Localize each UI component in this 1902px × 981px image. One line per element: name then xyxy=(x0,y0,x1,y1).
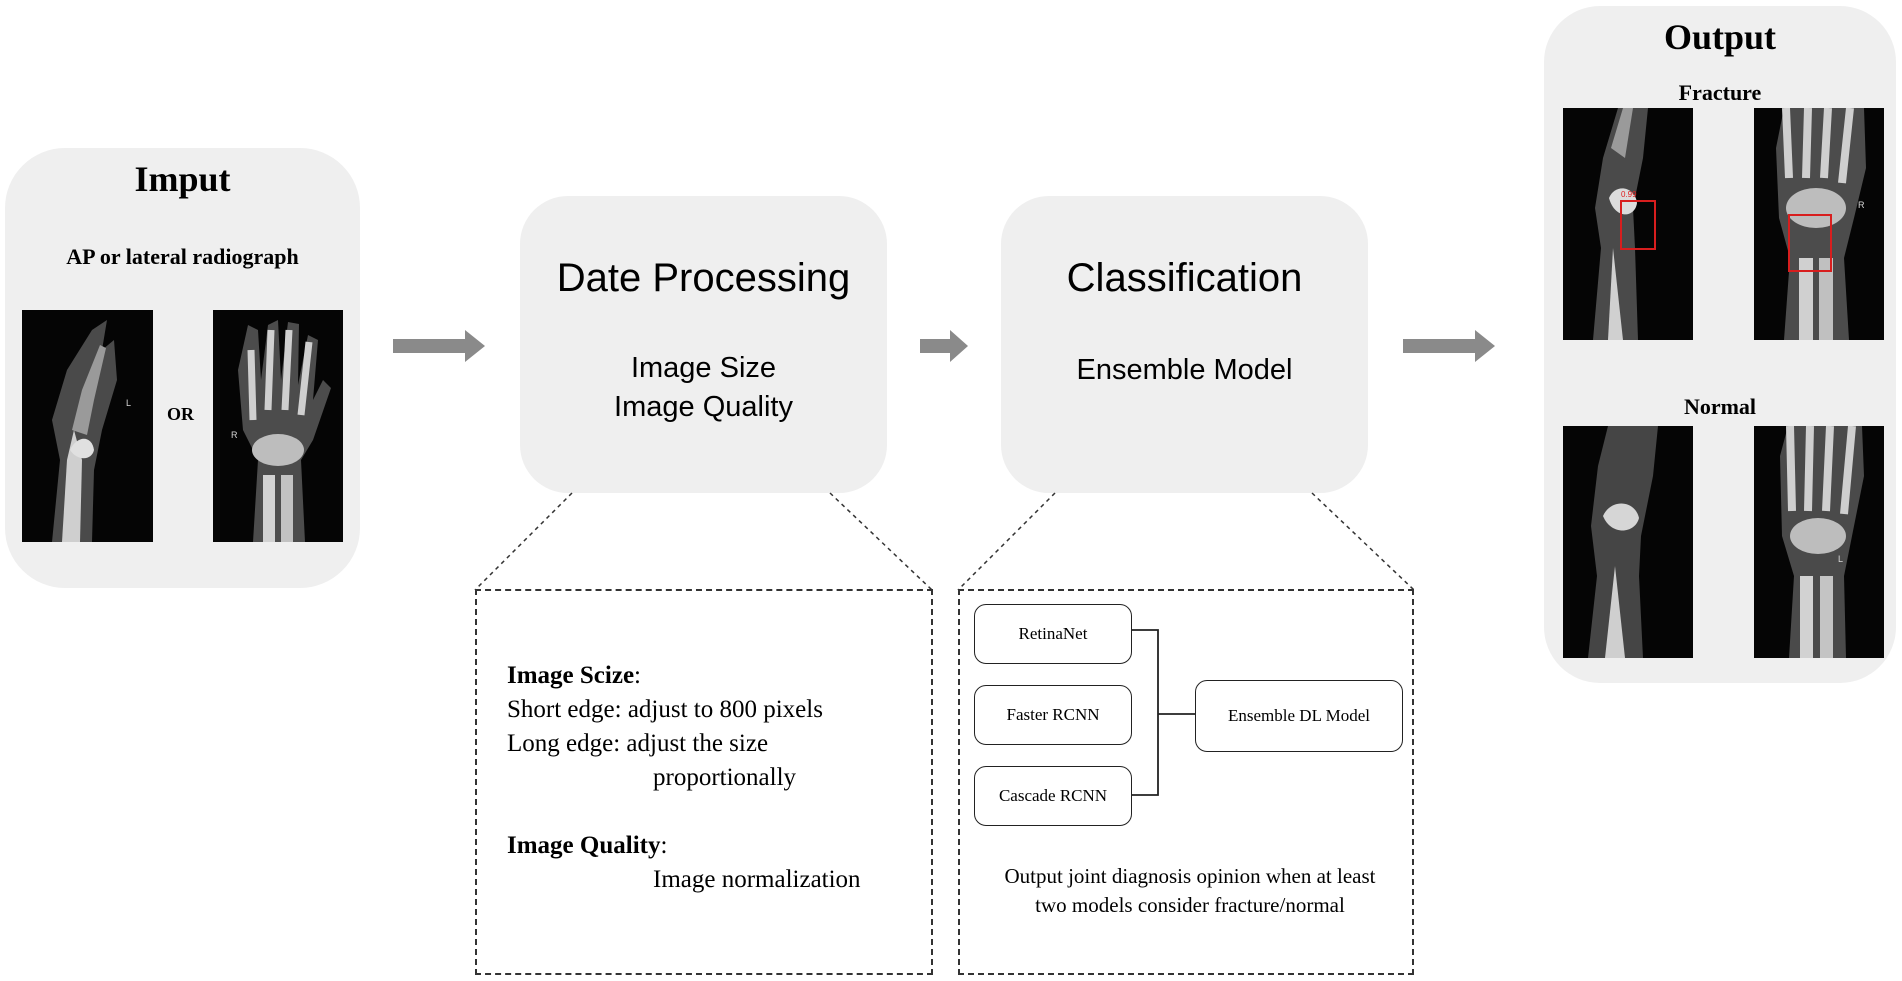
data-processing-detail-box xyxy=(475,589,933,975)
model-faster-rcnn: Faster RCNN xyxy=(974,685,1132,745)
input-ap-radiograph: R xyxy=(213,310,343,542)
ensemble-dl-model: Ensemble DL Model xyxy=(1195,680,1403,752)
stage-subtitle: Ensemble Model xyxy=(1076,354,1293,386)
arrow-right-icon xyxy=(393,330,485,362)
side-marker: R xyxy=(1858,200,1865,210)
side-marker: L xyxy=(1838,554,1844,564)
detection-score: 0.99 xyxy=(1621,190,1637,199)
arrow-right-icon xyxy=(920,330,968,362)
fracture-lateral-radiograph: 0.99 xyxy=(1563,108,1693,340)
classification-detail-box xyxy=(958,589,1414,975)
stage-line: Image Size xyxy=(630,352,777,384)
stage-title: Date Processing xyxy=(556,256,851,300)
input-title: Imput xyxy=(134,159,231,199)
side-marker: L xyxy=(126,398,132,408)
image-size-heading: Image Scize: xyxy=(507,662,641,689)
stage-line: Image Quality xyxy=(614,391,793,423)
side-marker: R xyxy=(231,430,238,440)
input-subtitle: AP or lateral radiograph xyxy=(66,244,299,269)
normal-label: Normal xyxy=(1683,394,1757,419)
normal-lateral-radiograph xyxy=(1563,426,1693,658)
short-edge-text: Short edge: adjust to 800 pixels xyxy=(507,696,823,723)
output-title: Output xyxy=(1663,17,1777,57)
data-processing-stage: Date Processing Image Size Image Quality xyxy=(520,196,887,493)
bracket-connector xyxy=(1132,629,1196,796)
or-label: OR xyxy=(167,404,194,424)
stage-title: Classification xyxy=(1066,256,1303,300)
long-edge-text: Long edge: adjust the size xyxy=(507,730,769,757)
detection-box xyxy=(1788,214,1832,272)
classification-stage: Classification Ensemble Model xyxy=(1001,196,1368,493)
image-quality-heading: Image Quality: xyxy=(507,832,668,859)
classification-note: Output joint diagnosis opinion when at l… xyxy=(1004,864,1376,917)
model-cascade-rcnn: Cascade RCNN xyxy=(974,766,1132,826)
arrow-right-icon xyxy=(1403,330,1495,362)
fracture-label: Fracture xyxy=(1678,80,1762,105)
detection-box xyxy=(1620,200,1656,250)
model-retinanet: RetinaNet xyxy=(974,604,1132,664)
normalization-text: Image normalization xyxy=(653,866,861,893)
fracture-ap-radiograph: R xyxy=(1754,108,1884,340)
long-edge-continued-text: proportionally xyxy=(653,764,797,791)
input-lateral-radiograph: L xyxy=(22,310,153,542)
normal-ap-radiograph: L xyxy=(1754,426,1884,658)
